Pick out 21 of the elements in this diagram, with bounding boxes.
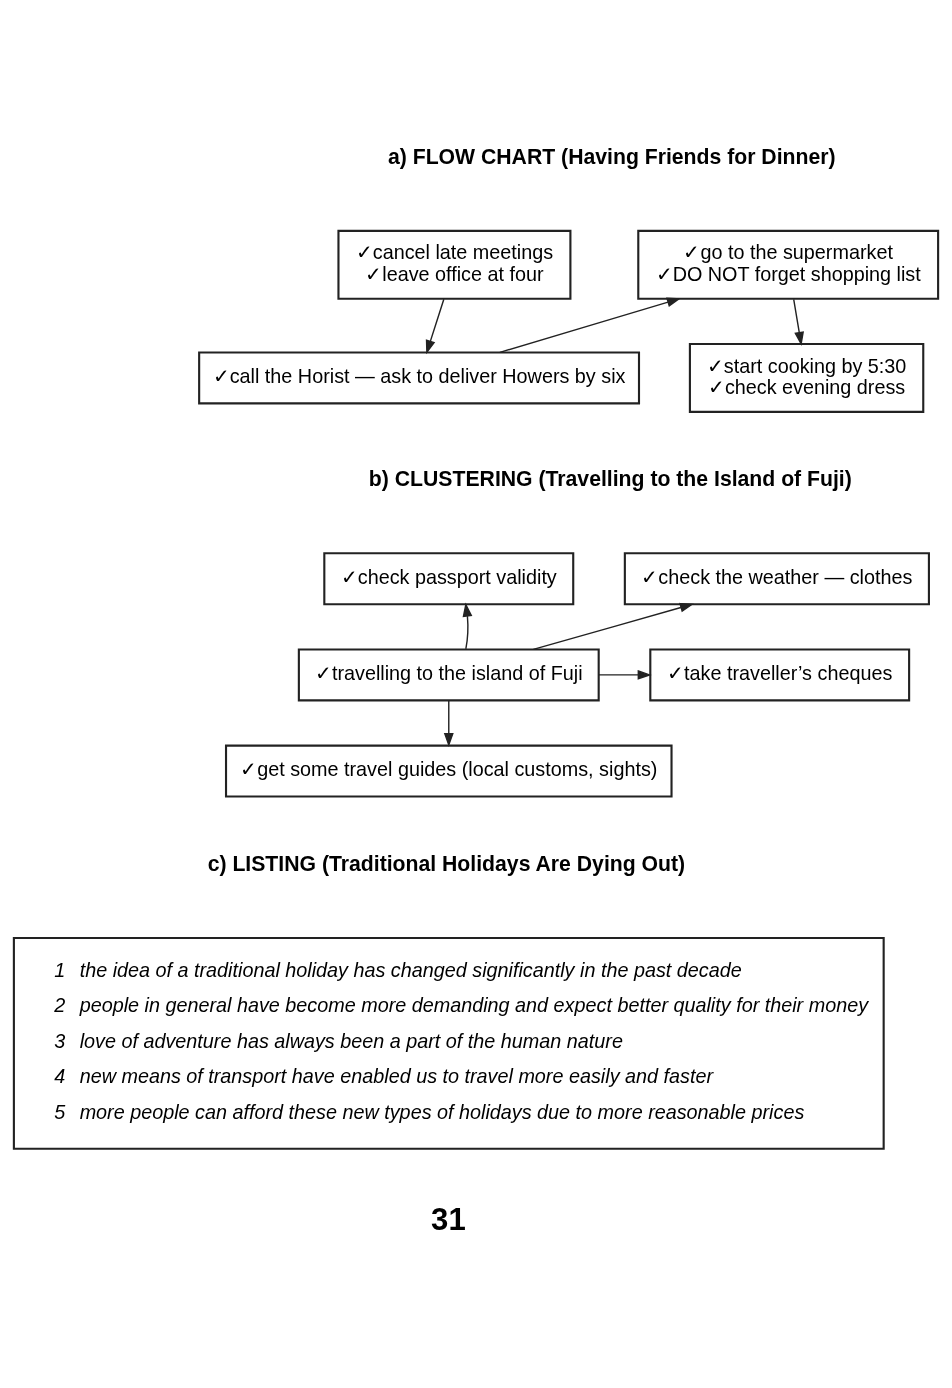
- label: a) FLOW CHART (Having Friends for Dinner): [387, 144, 836, 168]
- label: 31: [431, 1202, 466, 1238]
- node-box: ✓call the Horist — ask to deliver Howers by six: [198, 351, 641, 405]
- arrow: [499, 297, 681, 354]
- node-box: ✓cancel late meetings ✓leave office at four: [337, 229, 572, 300]
- arrow: [462, 602, 473, 650]
- arrow: [443, 700, 454, 748]
- arrow: [793, 298, 805, 346]
- arrow: [598, 669, 652, 680]
- label: c) LISTING (Traditional Holidays Are Dying Out): [207, 851, 686, 875]
- label: b) CLUSTERING (Travelling to the Island of Fuji): [368, 467, 852, 491]
- node-box: 1 the idea of a traditional holiday has changed significantly in the past decade 2 people in general have become more demanding and expect better quality for their money 3 love of adventure has always been a part of the human nature 4 new means of transport have enabled us to travel more easily and faster 5 more people can afford these new types of holidays due to more reasonable prices: [12, 936, 885, 1150]
- arrow: [425, 298, 445, 355]
- node-box: ✓go to the supermarket ✓DO NOT forget shopping list: [637, 229, 940, 300]
- node-box: ✓start cooking by 5:30 ✓check evening dress: [688, 342, 925, 413]
- node-box: ✓travelling to the island of Fuji: [297, 648, 600, 702]
- node-box: ✓check passport validity: [323, 552, 575, 606]
- arrow: [532, 602, 694, 651]
- node-box: ✓get some travel guides (local customs, sights): [224, 744, 673, 798]
- node-box: ✓take traveller’s cheques: [649, 648, 911, 702]
- node-box: ✓check the weather — clothes: [623, 552, 930, 606]
